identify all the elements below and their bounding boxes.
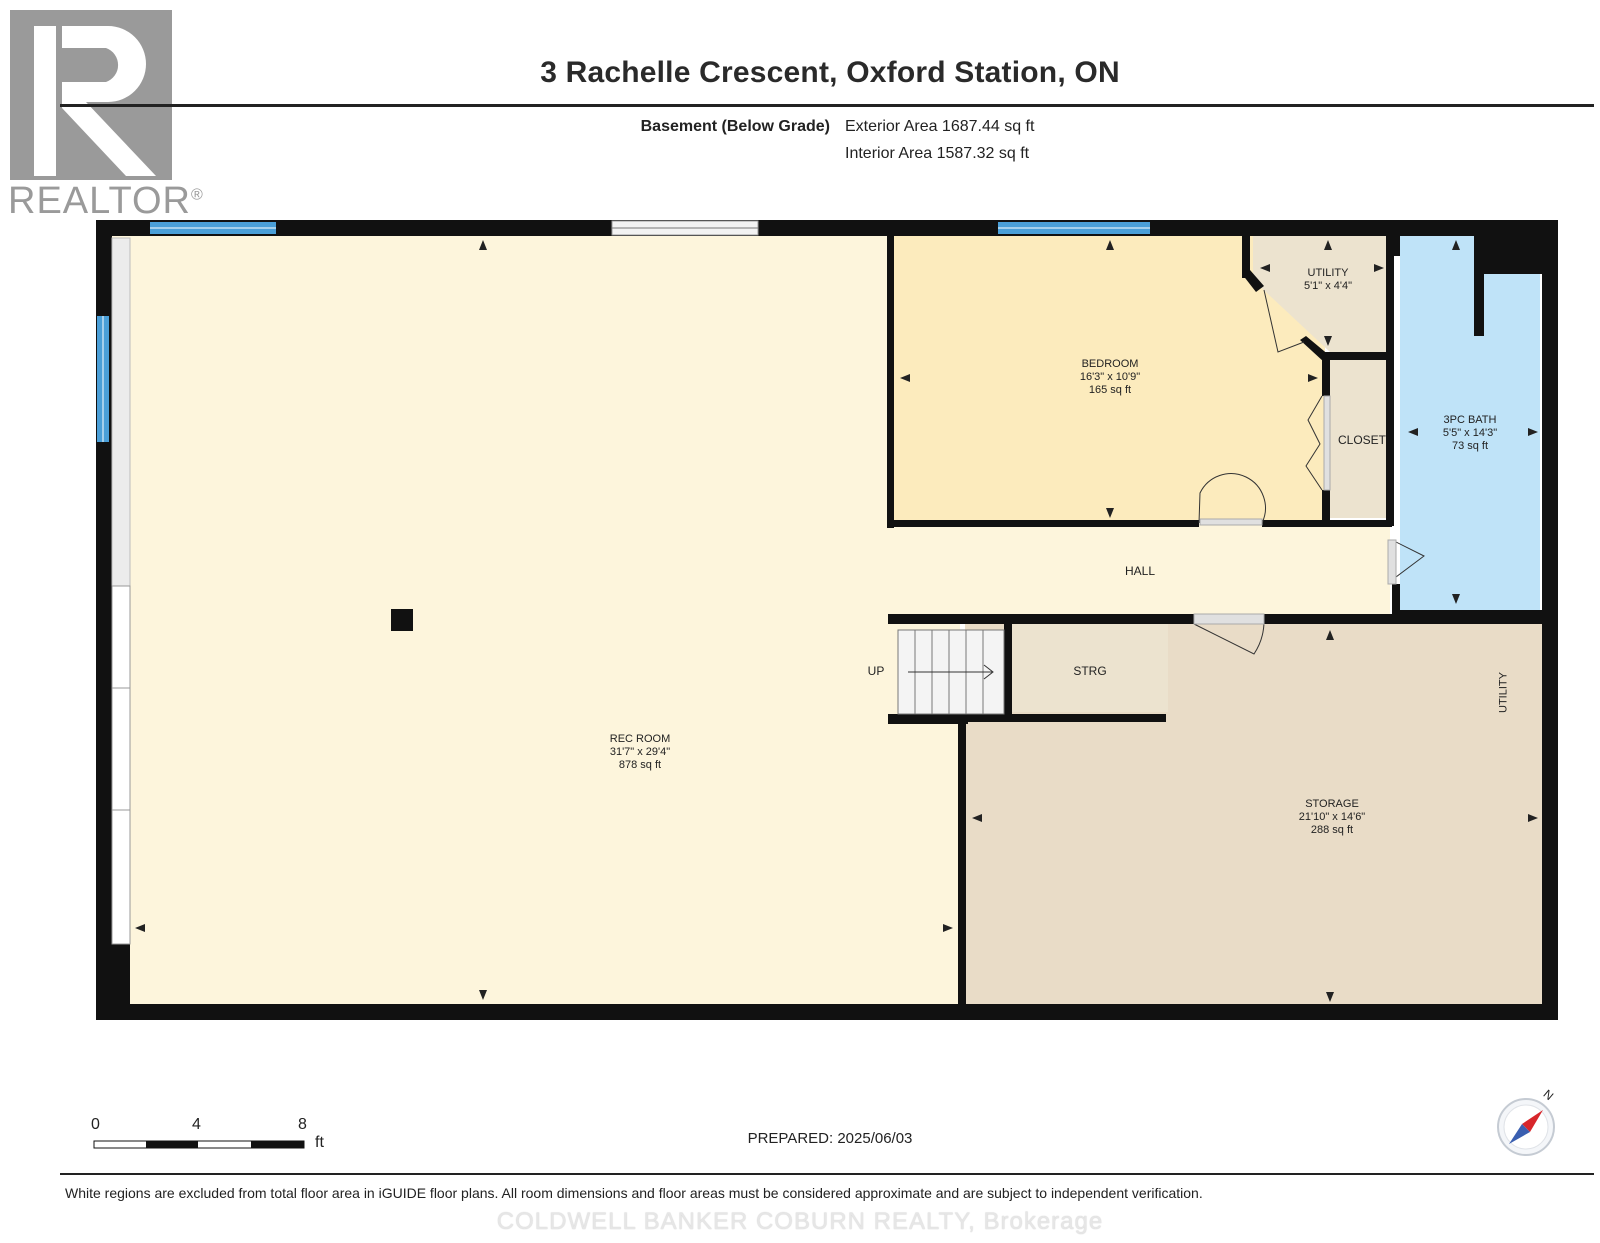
bath-name: 3PC BATH xyxy=(1443,414,1497,426)
rec-room-area: 878 sq ft xyxy=(618,759,662,771)
interior-walls xyxy=(887,234,1544,1008)
interior-area: Interior Area 1587.32 sq ft xyxy=(845,145,1030,162)
rec-room-label: REC ROOM 31'7" x 29'4" 878 sq ft xyxy=(580,733,700,772)
bedroom-dims: 16'3" x 10'9" xyxy=(1079,371,1141,383)
storage-area: 288 sq ft xyxy=(1310,824,1354,836)
closet-fill xyxy=(1330,358,1390,518)
bath-dims: 5'5" x 14'3" xyxy=(1442,427,1498,439)
compass-icon xyxy=(1497,1098,1555,1156)
realtor-logo-text: REALTOR xyxy=(8,180,191,222)
stairs xyxy=(897,629,1005,715)
page-title: 3 Rachelle Crescent, Oxford Station, ON xyxy=(540,56,1120,89)
hall-label: HALL xyxy=(1124,564,1156,578)
scale-label-0: 0 xyxy=(91,1116,100,1133)
storage-label: STORAGE 21'10" x 14'6" 288 sq ft xyxy=(1282,798,1382,837)
header-divider xyxy=(60,104,1594,107)
exterior-area: Exterior Area 1687.44 sq ft xyxy=(845,118,1035,135)
scale-label-4: 4 xyxy=(192,1116,201,1133)
scale-unit: ft xyxy=(315,1134,324,1151)
realtor-logo-mark xyxy=(10,10,172,180)
utility-small-dims: 5'1" x 4'4" xyxy=(1303,280,1353,292)
strg-fill xyxy=(1012,624,1168,712)
utility-small-name: UTILITY xyxy=(1307,267,1349,279)
floor-level-label: Basement (Below Grade) xyxy=(640,118,830,135)
disclaimer: White regions are excluded from total fl… xyxy=(65,1185,1203,1201)
hall-fill xyxy=(880,522,1390,618)
storage-dims: 21'10" x 14'6" xyxy=(1298,811,1366,823)
support-column xyxy=(391,609,413,631)
stairs-label: UP xyxy=(867,664,885,678)
dimension-arrows xyxy=(135,240,1538,1002)
storage-name: STORAGE xyxy=(1305,798,1359,810)
scale-bar xyxy=(93,1140,305,1149)
doors xyxy=(1193,289,1425,655)
bedroom-label: BEDROOM 16'3" x 10'9" 165 sq ft xyxy=(1050,358,1170,397)
realtor-logo: REALTOR® xyxy=(8,8,203,222)
rec-room-fill xyxy=(110,234,960,1006)
utility-small-label: UTILITY 5'1" x 4'4" xyxy=(1288,267,1368,293)
bedroom-name: BEDROOM xyxy=(1081,358,1139,370)
registered-mark: ® xyxy=(190,186,204,204)
bath-label: 3PC BATH 5'5" x 14'3" 73 sq ft xyxy=(1420,414,1520,453)
strg-label: STRG xyxy=(1073,664,1107,678)
utility-small-fill xyxy=(1253,234,1390,352)
scale-label-8: 8 xyxy=(298,1116,307,1133)
rec-room-dims: 31'7" x 29'4" xyxy=(609,746,671,758)
bath-fill xyxy=(1400,234,1540,610)
closet-label: CLOSET xyxy=(1337,433,1386,447)
bath-area: 73 sq ft xyxy=(1451,440,1489,452)
utility-side-label: UTILITY xyxy=(1497,672,1510,713)
rec-room-name: REC ROOM xyxy=(609,733,671,745)
brokerage-watermark: COLDWELL BANKER COBURN REALTY, Brokerage xyxy=(496,1208,1104,1235)
bedroom-area: 165 sq ft xyxy=(1088,384,1132,396)
prepared-date: PREPARED: 2025/06/03 xyxy=(747,1130,913,1147)
